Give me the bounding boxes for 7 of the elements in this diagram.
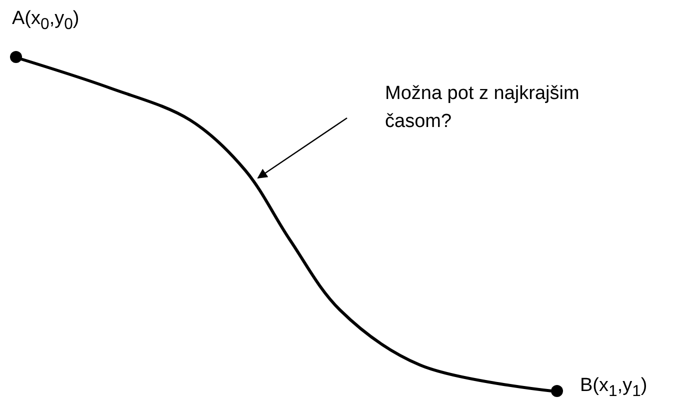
point-label: B(x$_{1}$,y$_{1}$) [580,375,648,402]
point-label: A(x$_{0}$,y$_{0}$) [12,8,80,35]
leader-arrow [257,117,348,179]
curve-path [20,58,552,392]
annotation-text: Možna pot z najkrajšim časom? [385,80,610,142]
point-marker [551,385,563,397]
point-marker [10,51,22,63]
